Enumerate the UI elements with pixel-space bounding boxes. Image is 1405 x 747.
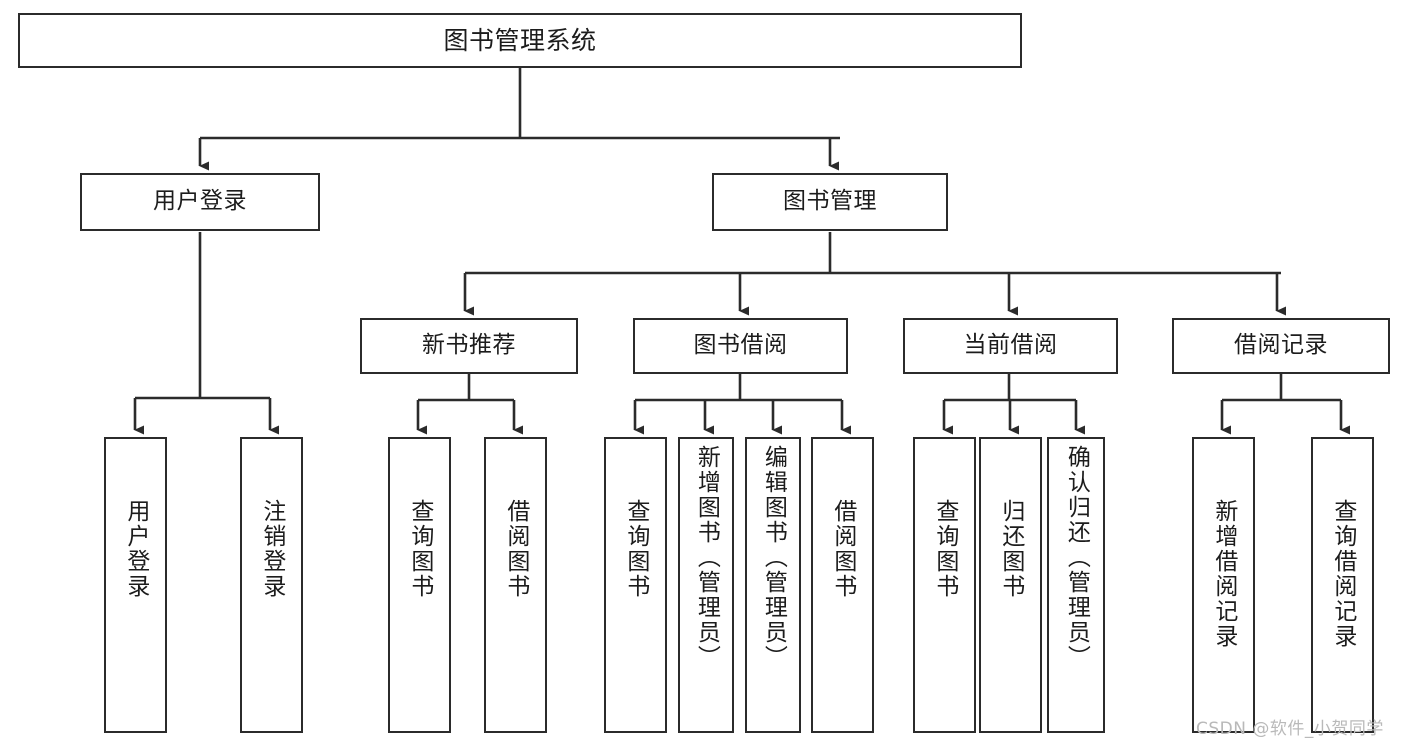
csdn-watermark: CSDN @软件_小贺同学	[1196, 719, 1384, 739]
leaf-borrow-book[interactable]: 借阅图书	[811, 437, 874, 733]
node-current-borrow[interactable]: 当前借阅	[903, 318, 1118, 374]
node-new-book-recommend[interactable]: 新书推荐	[360, 318, 578, 374]
node-label: 借阅记录	[1234, 332, 1328, 359]
node-label: 新书推荐	[422, 332, 516, 359]
leaf-query-book-borrow[interactable]: 查询图书	[604, 437, 667, 733]
node-label: 查询图书	[931, 499, 958, 599]
node-label: 新增借阅记录	[1210, 499, 1237, 649]
leaf-return-book[interactable]: 归还图书	[979, 437, 1042, 733]
node-label: 归还图书	[997, 499, 1024, 599]
node-label: 注销登录	[258, 499, 285, 599]
node-borrow-record[interactable]: 借阅记录	[1172, 318, 1390, 374]
leaf-logout[interactable]: 注销登录	[240, 437, 303, 733]
node-label: 当前借阅	[963, 332, 1058, 359]
leaf-query-borrow-record[interactable]: 查询借阅记录	[1311, 437, 1374, 733]
node-label: 确认归还（管理员）	[1063, 445, 1090, 670]
leaf-query-book-recommend[interactable]: 查询图书	[388, 437, 451, 733]
node-label: 图书管理	[783, 188, 877, 215]
node-label: 编辑图书（管理员）	[760, 445, 787, 670]
leaf-query-book-current[interactable]: 查询图书	[913, 437, 976, 733]
node-root-system[interactable]: 图书管理系统	[18, 13, 1022, 68]
node-label: 查询图书	[622, 499, 649, 599]
leaf-add-borrow-record[interactable]: 新增借阅记录	[1192, 437, 1255, 733]
leaf-user-login[interactable]: 用户登录	[104, 437, 167, 733]
leaf-edit-book-admin[interactable]: 编辑图书（管理员）	[745, 437, 801, 733]
leaf-borrow-book-recommend[interactable]: 借阅图书	[484, 437, 547, 733]
node-book-borrow[interactable]: 图书借阅	[633, 318, 848, 374]
node-book-management[interactable]: 图书管理	[712, 173, 948, 231]
node-label: 借阅图书	[502, 499, 529, 599]
node-user-login[interactable]: 用户登录	[80, 173, 320, 231]
leaf-add-book-admin[interactable]: 新增图书（管理员）	[678, 437, 734, 733]
node-label: 图书管理系统	[443, 25, 597, 55]
node-label: 图书借阅	[693, 332, 788, 359]
node-label: 用户登录	[122, 499, 149, 599]
node-label: 查询借阅记录	[1329, 499, 1356, 649]
node-label: 新增图书（管理员）	[693, 445, 720, 670]
node-label: 查询图书	[406, 499, 433, 599]
node-label: 用户登录	[153, 188, 247, 215]
leaf-confirm-return-admin[interactable]: 确认归还（管理员）	[1047, 437, 1105, 733]
node-label: 借阅图书	[829, 499, 856, 599]
